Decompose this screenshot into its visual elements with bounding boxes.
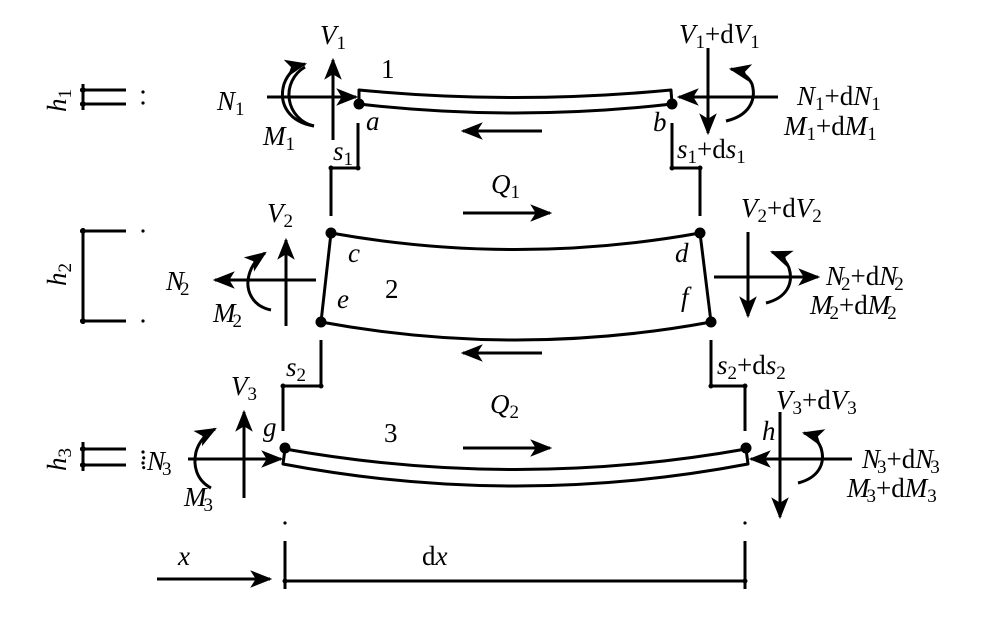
point-f-label: f xyxy=(681,282,692,312)
point-a-marker xyxy=(353,98,365,110)
v2-label: V2 xyxy=(267,198,293,232)
beam-3 xyxy=(281,447,750,488)
point-b-marker xyxy=(666,98,678,110)
q2-label: Q2 xyxy=(490,389,519,423)
m1-moment-curve xyxy=(281,59,315,128)
h3-dimension: h3 xyxy=(42,442,145,471)
n3-dn3-label: N3+dN3 xyxy=(861,444,940,478)
s1-ds1-label: s1+ds1 xyxy=(677,134,746,168)
n2-label: N2 xyxy=(165,266,190,300)
point-g-marker xyxy=(279,442,291,454)
m1-label: M1 xyxy=(262,121,295,155)
layer-3: h3 g h 3 : N3 V3 M3 V3+dV3 N3+dN3 M3+dM3 xyxy=(42,371,940,520)
v2-dv2-label: V2+dV2 xyxy=(741,193,822,227)
n3-label: N3 xyxy=(146,446,172,480)
layer-2: h2 c d e f 2 N2 V2 M2 V2+dV2 N2+dN2 M2+d… xyxy=(42,193,904,362)
point-f-marker xyxy=(705,316,717,328)
s2-ds2-label: s2+ds2 xyxy=(717,350,786,384)
v1-label: V1 xyxy=(320,20,346,54)
x-label: x xyxy=(177,541,190,571)
m3-dm3-label: M3+dM3 xyxy=(846,473,937,507)
point-h-marker xyxy=(740,442,752,454)
v3-label: V3 xyxy=(231,371,257,405)
v1-dv1-label: V1+dV1 xyxy=(679,19,760,53)
layer-1: h1 1 a b N1 V1 M1 V1+dV1 N1+dN1 M1+dM1 xyxy=(42,19,881,155)
h1-dimension: h1 xyxy=(42,84,145,112)
n2-dn2-label: N2+dN2 xyxy=(825,261,904,295)
n1-label: N1 xyxy=(216,86,245,120)
h1-label: h1 xyxy=(42,89,76,112)
layer-2-label: 2 xyxy=(385,274,399,304)
m2-moment-curve xyxy=(243,251,272,312)
m2-dm2-moment-curve xyxy=(765,250,794,305)
h2-label: h2 xyxy=(42,263,76,286)
beam-1 xyxy=(357,88,674,115)
point-c-marker xyxy=(325,227,337,239)
m1-dm1-moment-curve xyxy=(725,64,755,123)
point-g-label: g xyxy=(263,412,277,442)
layer-3-label: 3 xyxy=(384,418,398,448)
interface-2: s2 s2+ds2 Q2 xyxy=(280,340,786,457)
m3-dm3-moment-curve xyxy=(797,429,826,485)
interface-1: s1 s1+ds1 Q1 xyxy=(328,123,746,222)
h3-label: h3 xyxy=(42,448,76,471)
point-d-marker xyxy=(694,227,706,239)
m2-label: M2 xyxy=(212,298,242,332)
x-axis-dimension: x dx xyxy=(157,521,748,589)
dx-label: dx xyxy=(422,541,448,571)
point-e-label: e xyxy=(337,284,349,314)
point-c-label: c xyxy=(348,238,360,268)
s1-label: s1 xyxy=(333,136,353,170)
n1-dn1-label: N1+dN1 xyxy=(796,81,881,115)
layer-1-label: 1 xyxy=(381,54,395,84)
point-d-label: d xyxy=(675,238,689,268)
point-h-label: h xyxy=(762,416,776,446)
colon-mark: : xyxy=(140,445,148,475)
s2-label: s2 xyxy=(286,352,306,386)
h2-dimension: h2 xyxy=(42,228,145,324)
v3-dv3-label: V3+dV3 xyxy=(776,385,857,419)
beam-2 xyxy=(319,231,713,342)
m2-dm2-label: M2+dM2 xyxy=(809,290,897,324)
point-a-label: a xyxy=(366,106,380,136)
m3-moment-curve xyxy=(193,427,217,490)
point-e-marker xyxy=(315,316,327,328)
q1-label: Q1 xyxy=(491,169,520,203)
m3-label: M3 xyxy=(183,482,213,516)
point-b-label: b xyxy=(653,107,667,137)
m1-dm1-label: M1+dM1 xyxy=(783,111,877,145)
